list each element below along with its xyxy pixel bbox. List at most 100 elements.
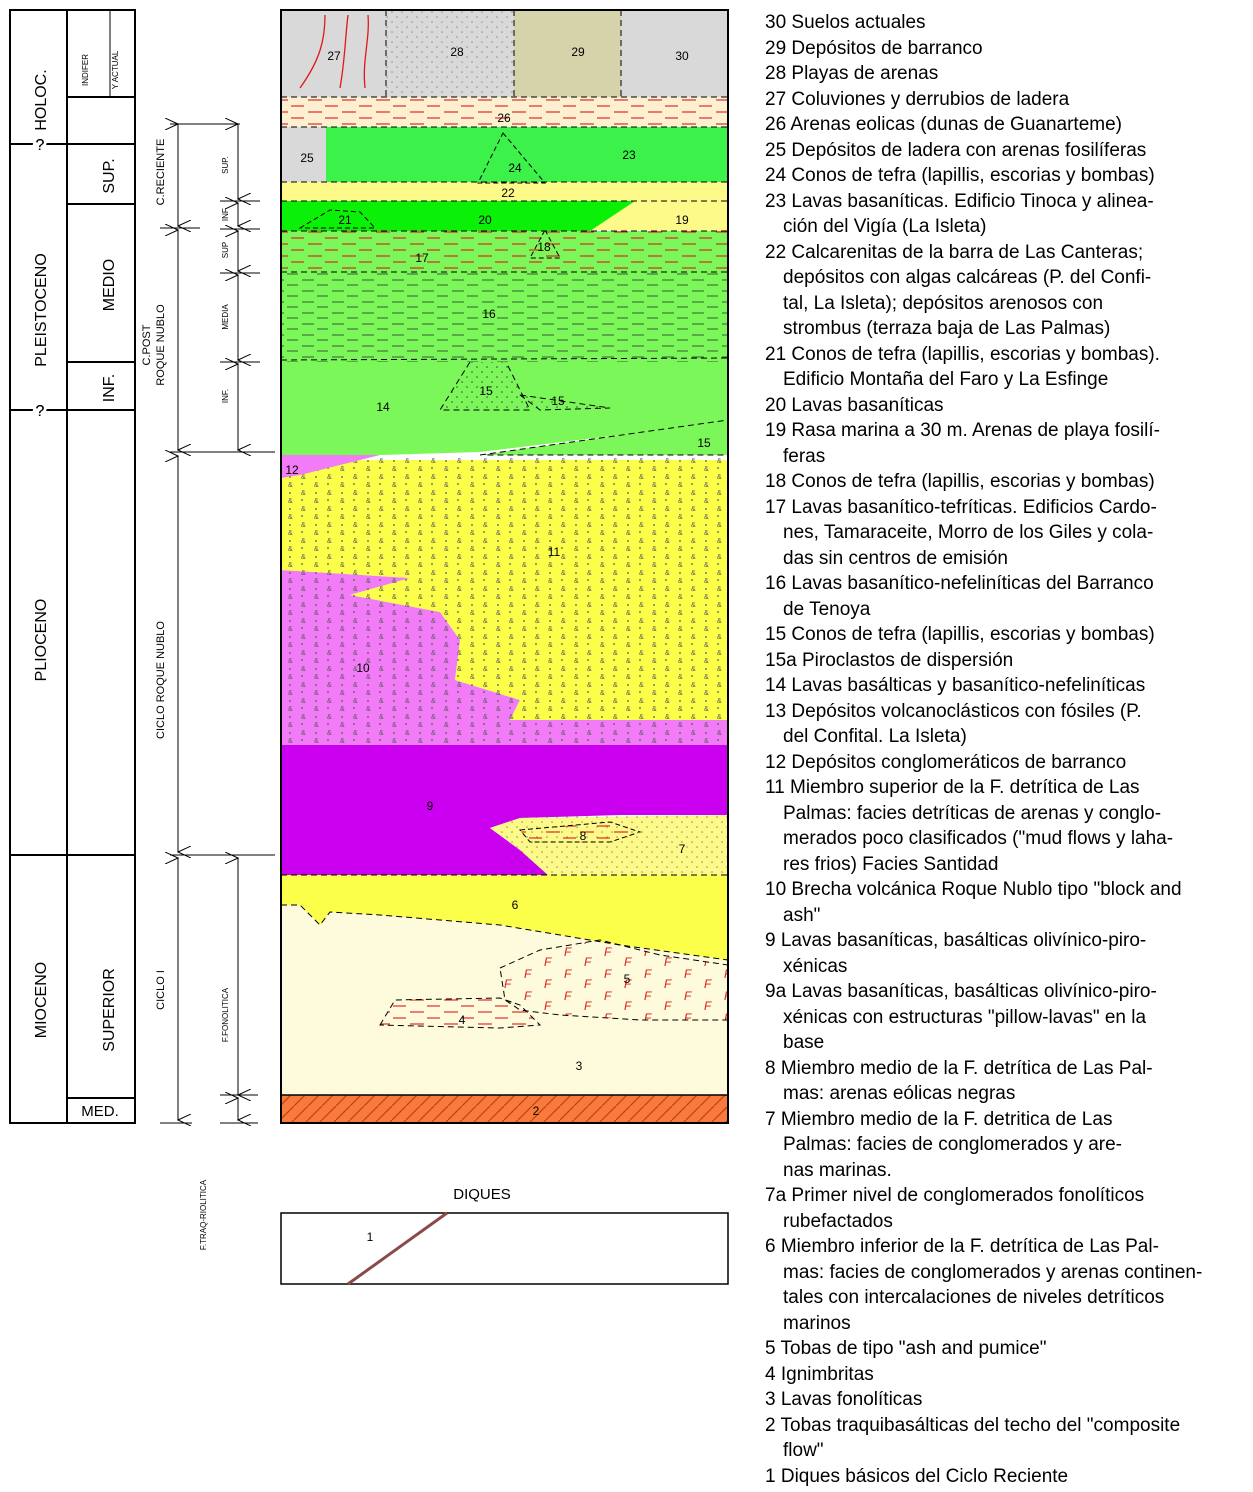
legend-item: 4 Ignimbritas <box>765 1363 874 1385</box>
legend-item: 15a Piroclastos de dispersión <box>765 649 1014 671</box>
label-11: 11 <box>548 545 561 559</box>
legend-item: 23 Lavas basaníticas. Edificio Tinoca y … <box>765 190 1154 238</box>
label-15a-inner: 15 <box>551 394 565 408</box>
legend-item: 16 Lavas basanítico-nefeliníticas del Ba… <box>765 573 1154 620</box>
holoceno-label: HOLOC. <box>33 69 50 130</box>
label-23: 23 <box>622 148 636 162</box>
unit-15a <box>479 419 729 456</box>
unit-4 <box>379 997 542 1029</box>
diques-title: DIQUES <box>453 1186 511 1203</box>
diques-box <box>280 1212 729 1285</box>
legend-item: 1 Diques básicos del Ciclo Reciente <box>765 1465 1069 1487</box>
label-5: 5 <box>624 972 631 986</box>
label-19: 19 <box>675 213 689 227</box>
legend-item: 5 Tobas de tipo "ash and pumice" <box>765 1338 1047 1359</box>
indifer-label: INDIFER <box>81 54 90 86</box>
ciclo-rn-label: CICLO ROQUE NUBLO <box>155 621 167 739</box>
label-14: 14 <box>376 400 390 414</box>
label-28: 28 <box>450 45 464 59</box>
label-10: 10 <box>356 661 370 675</box>
medio-label: MEDIO <box>101 259 118 311</box>
mioceno-label: MIOCENO <box>33 962 50 1038</box>
sub-inf2-label: INF. <box>221 389 230 403</box>
legend-item: 21 Conos de tefra (lapillis, escorias y … <box>765 343 1160 391</box>
sup-label: SUP. <box>101 158 118 193</box>
label-27: 27 <box>327 49 341 63</box>
unit-24 <box>477 132 547 184</box>
label-17: 17 <box>415 251 429 265</box>
med-label: MED. <box>81 1103 119 1120</box>
legend-item: 15 Conos de tefra (lapillis, escorias y … <box>765 624 1155 645</box>
question-mark-1-fg: ? <box>36 137 45 154</box>
unit-23 <box>326 127 728 182</box>
question-mark-1: ? <box>36 137 45 154</box>
legend-item: 28 Playas de arenas <box>765 63 939 84</box>
legend-item: 8 Miembro medio de la F. detrítica de La… <box>765 1057 1153 1105</box>
legend: 30 Suelos actuales 29 Depósitos de barran… <box>765 10 1253 1489</box>
label-15a-right: 15 <box>697 436 711 450</box>
legend-item: 7a Primer nivel de conglomerados fonolít… <box>765 1185 1145 1232</box>
question-mark-2-fg: ? <box>36 403 45 420</box>
c-post-label-2: ROQUE NUBLO <box>155 304 167 386</box>
label-2: 2 <box>533 1104 540 1118</box>
label-12: 12 <box>285 463 299 477</box>
legend-item: 29 Depósitos de barranco <box>765 37 983 59</box>
unit-8 <box>519 821 642 843</box>
unit-20 <box>281 201 635 231</box>
legend-item: 24 Conos de tefra (lapillis, escorias y … <box>765 165 1155 186</box>
legend-item: 14 Lavas basálticas y basanítico-nefelin… <box>765 675 1146 696</box>
strat-column <box>280 9 729 1124</box>
f-traq-label: F.TRAQ-RIOLITICA <box>199 1179 208 1250</box>
plioceno-label: PLIOCENO <box>33 599 50 682</box>
legend-item: 27 Coluviones y derrubios de ladera <box>765 88 1070 110</box>
label-26: 26 <box>497 111 511 125</box>
sub-inf1-label: INF. <box>221 207 230 221</box>
legend-item: 17 Lavas basanítico-tefríticas. Edificio… <box>765 496 1157 569</box>
unit-12 <box>281 455 380 478</box>
unit-29 <box>514 10 621 97</box>
legend-item: 30 Suelos actuales <box>765 12 926 33</box>
label-7: 7 <box>679 842 686 856</box>
legend-item: 10 Brecha volcánica Roque Nublo tipo "bl… <box>765 879 1182 926</box>
label-22: 22 <box>501 186 515 200</box>
label-30: 30 <box>675 49 689 63</box>
unit-6 <box>281 875 728 960</box>
label-18: 18 <box>537 240 551 254</box>
legend-item: 13 Depósitos volcanoclásticos con fósile… <box>765 700 1142 748</box>
unit-30 <box>621 10 728 97</box>
legend-item: 22 Calcarenitas de la barra de Las Cante… <box>765 241 1152 340</box>
legend-item: 26 Arenas eolicas (dunas de Guanarteme) <box>765 114 1122 135</box>
legend-item: 12 Depósitos conglomeráticos de barranco <box>765 751 1127 773</box>
pleistoceno-label: PLEISTOCENO <box>33 253 50 367</box>
label-16: 16 <box>482 307 496 321</box>
legend-item: 3 Lavas fonolíticas <box>765 1389 923 1410</box>
label-24: 24 <box>508 161 522 175</box>
sub-sup2-label: SUP <box>221 242 230 258</box>
label-3: 3 <box>576 1059 583 1073</box>
legend-item: 6 Miembro inferior de la F. detrítica de… <box>765 1236 1203 1334</box>
ciclo-i-label: CICLO I <box>155 970 167 1010</box>
inf-label: INF. <box>101 374 118 402</box>
legend-item: 2 Tobas traquibasálticas del techo del "… <box>765 1414 1181 1462</box>
label-9: 9 <box>427 799 434 813</box>
unit-25 <box>281 127 326 182</box>
unit-labels: 27 28 29 30 26 25 24 23 22 21 20 19 18 1… <box>285 45 711 1118</box>
label-29: 29 <box>571 45 585 59</box>
question-mark-2: ? <box>36 403 45 420</box>
legend-item: 25 Depósitos de ladera con arenas fosilí… <box>765 139 1147 161</box>
label-20: 20 <box>478 213 492 227</box>
legend-item: 9 Lavas basaníticas, basálticas olivínic… <box>765 930 1147 977</box>
sub-media-label: MEDIA <box>221 304 230 330</box>
legend-item: 18 Conos de tefra (lapillis, escorias y … <box>765 471 1155 492</box>
label-6: 6 <box>512 898 519 912</box>
unit-22 <box>281 182 728 201</box>
actual-label: Y ACTUAL <box>111 50 120 89</box>
c-reciente-label: C.RECIENTE <box>155 139 167 206</box>
legend-item: 9a Lavas basaníticas, basálticas olivíni… <box>765 981 1157 1053</box>
legend-item: 11 Miembro superior de la F. detrítica d… <box>765 777 1174 875</box>
unit-21 <box>298 209 377 229</box>
timescale-column <box>9 9 136 1124</box>
label-21: 21 <box>338 213 352 227</box>
label-4: 4 <box>459 1013 466 1027</box>
